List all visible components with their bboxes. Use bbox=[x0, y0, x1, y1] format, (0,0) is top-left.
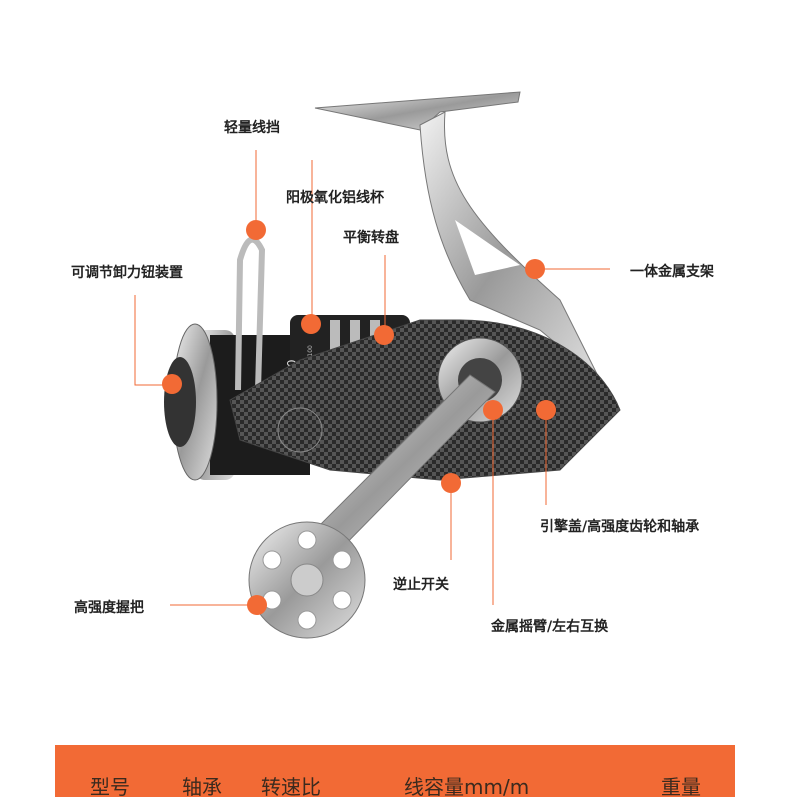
metal-frame-arm bbox=[419, 111, 601, 381]
handle-t-bar bbox=[314, 91, 521, 131]
header-gear-ratio: 转速比 bbox=[261, 775, 321, 799]
callout-line-guide: 轻量线挡 bbox=[224, 120, 280, 136]
callout-frame: 一体金属支架 bbox=[630, 264, 714, 280]
callout-dots bbox=[162, 220, 556, 615]
spec-table-header: 型号 轴承 转速比 线容量mm/m 重量 bbox=[55, 745, 735, 799]
callout-spool: 阳极氧化铝线杯 bbox=[286, 190, 384, 206]
callout-anti-reverse: 逆止开关 bbox=[393, 577, 449, 593]
callout-body-cover: 引擎盖/高强度齿轮和轴承 bbox=[540, 519, 700, 535]
callout-rotor: 平衡转盘 bbox=[343, 230, 399, 246]
header-bearings: 轴承 bbox=[182, 775, 222, 799]
header-model: 型号 bbox=[90, 775, 130, 799]
callout-lines bbox=[134, 150, 610, 606]
bail-wire bbox=[235, 236, 266, 391]
fishing-reel-illustration: 5000 40/120 0.45/100 bbox=[134, 91, 621, 639]
callout-knob: 高强度握把 bbox=[74, 600, 144, 616]
callout-handle-arm: 金属摇臂/左右互换 bbox=[491, 619, 609, 635]
callout-drag: 可调节卸力钮装置 bbox=[71, 265, 183, 281]
header-line-capacity: 线容量mm/m bbox=[404, 775, 530, 799]
handle-knob bbox=[248, 521, 366, 639]
header-weight: 重量 bbox=[661, 775, 701, 799]
carbon-body bbox=[229, 319, 621, 481]
